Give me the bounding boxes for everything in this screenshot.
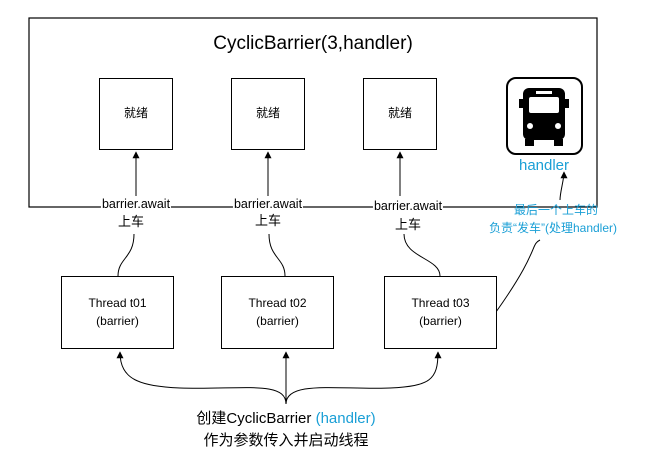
caption-prefix: 创建CyclicBarrier (196, 410, 316, 427)
caption-line1: 创建CyclicBarrier (handler) (196, 410, 375, 428)
thread-name-1: Thread t01 (88, 296, 147, 311)
barrier-title: CyclicBarrier(3,handler) (213, 33, 413, 54)
thread-arg-3: (barrier) (419, 313, 462, 328)
ready-label-3: 就绪 (387, 106, 412, 121)
thread-link-2 (268, 233, 286, 277)
thread-name-3: Thread t03 (411, 296, 470, 311)
thread-box-2: Thread t02 (barrier) (221, 276, 334, 349)
caption-line2: 作为参数传入并启动线程 (203, 432, 369, 449)
handler-arrow (559, 171, 568, 201)
thread-name-2: Thread t02 (248, 296, 307, 311)
handler-note-line1: 最后一个上车的 (513, 203, 599, 217)
ready-box-1: 就绪 (99, 78, 173, 150)
thread-box-3: Thread t03 (barrier) (384, 276, 497, 349)
board-label-3: 上车 (394, 217, 422, 232)
caption-arrow-3 (285, 351, 442, 405)
caption-highlight: (handler) (315, 410, 376, 427)
ready-box-2: 就绪 (231, 78, 305, 150)
handler-link (495, 239, 541, 313)
thread-arg-2: (barrier) (256, 313, 299, 328)
ready-box-3: 就绪 (363, 78, 437, 150)
board-label-1: 上车 (117, 214, 145, 229)
handler-note-line2: 负责“发车”(处理handler) (488, 221, 618, 235)
handler-label: handler (518, 157, 570, 174)
caption-arrow-1 (116, 351, 287, 405)
ready-label-2: 就绪 (255, 106, 280, 121)
thread-link-1 (117, 233, 135, 277)
barrier-container (28, 17, 598, 208)
board-label-2: 上车 (254, 213, 282, 228)
await-label-3: barrier.await (372, 199, 444, 214)
thread-link-3 (403, 233, 441, 277)
bus-icon (506, 77, 583, 155)
await-label-1: barrier.await (100, 197, 172, 212)
thread-arg-1: (barrier) (96, 313, 139, 328)
await-label-2: barrier.await (232, 197, 304, 212)
ready-label-1: 就绪 (123, 106, 148, 121)
thread-box-1: Thread t01 (barrier) (61, 276, 174, 349)
